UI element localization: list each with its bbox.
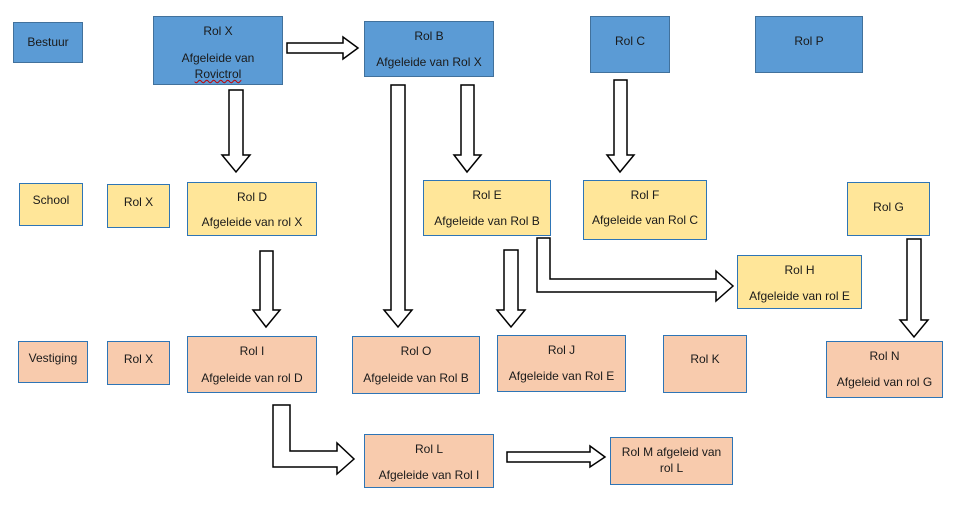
arrow-rolx-to-rolb: [286, 35, 360, 61]
rol-b: Rol B Afgeleide van Rol X: [364, 21, 494, 77]
rol-x-bestuur: Rol X Afgeleide van Rovictrol: [153, 16, 283, 85]
rol-n-sub: Afgeleid van rol G: [836, 375, 933, 389]
rol-f-sub: Afgeleide van Rol C: [591, 213, 699, 227]
arrow-role-to-rolh: [536, 237, 735, 303]
rol-d: Rol D Afgeleide van rol X: [187, 182, 317, 236]
rol-x-school: Rol X: [107, 184, 170, 228]
rol-n-title: Rol N: [869, 349, 900, 363]
arrow-rold-to-roli: [251, 250, 282, 329]
level-bestuur-label: Bestuur: [27, 35, 69, 49]
rol-h-sub: Afgeleide van rol E: [749, 289, 850, 303]
level-vestiging: Vestiging: [18, 341, 88, 383]
rol-o-title: Rol O: [400, 344, 432, 358]
rol-l-sub: Afgeleide van Rol I: [378, 468, 480, 482]
rol-n: Rol N Afgeleid van rol G: [826, 341, 943, 398]
arrow-rolb-to-rolo: [382, 84, 414, 329]
rol-x-vestiging-title: Rol X: [123, 352, 154, 366]
rol-e-sub: Afgeleide van Rol B: [434, 214, 540, 228]
rol-x-bestuur-sub2: Rovictrol: [194, 67, 242, 81]
rol-p-title: Rol P: [794, 34, 824, 48]
rol-g: Rol G: [847, 182, 930, 236]
rol-x-bestuur-sub1: Afgeleide van: [181, 51, 255, 65]
rol-x-vestiging: Rol X: [107, 341, 170, 385]
rol-f-title: Rol F: [630, 188, 660, 202]
rol-o-sub: Afgeleide van Rol B: [363, 371, 469, 385]
rol-k: Rol K: [663, 335, 747, 393]
rol-x-school-title: Rol X: [123, 195, 154, 209]
arrow-rolx-to-rold: [220, 89, 252, 174]
rol-g-title: Rol G: [873, 200, 904, 214]
rol-m-line2: rol L: [659, 461, 684, 475]
rol-m-line1: Rol M afgeleid van: [621, 445, 722, 459]
rol-d-sub: Afgeleide van rol X: [201, 215, 303, 229]
rol-m: Rol M afgeleid van rol L: [610, 437, 733, 485]
arrow-rolc-to-rolf: [605, 79, 636, 174]
rol-c: Rol C: [590, 16, 670, 73]
rol-e: Rol E Afgeleide van Rol B: [423, 180, 551, 236]
rol-c-title: Rol C: [614, 34, 645, 48]
arrow-rolb-to-role: [452, 84, 483, 174]
level-school: School: [19, 183, 83, 226]
rol-h-title: Rol H: [784, 263, 815, 277]
rol-h: Rol H Afgeleide van rol E: [737, 255, 862, 309]
rol-o: Rol O Afgeleide van Rol B: [352, 336, 480, 394]
rol-x-bestuur-title: Rol X: [203, 24, 233, 38]
rol-i-sub: Afgeleide van rol D: [201, 371, 303, 385]
arrow-rolg-to-roln: [898, 238, 930, 339]
rol-f: Rol F Afgeleide van Rol C: [583, 180, 707, 240]
rol-d-title: Rol D: [236, 190, 267, 204]
rol-i: Rol I Afgeleide van rol D: [187, 336, 317, 393]
rol-l: Rol L Afgeleide van Rol I: [364, 434, 494, 488]
level-school-label: School: [32, 193, 70, 207]
rol-e-title: Rol E: [472, 188, 502, 202]
level-vestiging-label: Vestiging: [28, 351, 78, 365]
rol-j: Rol J Afgeleide van Rol E: [497, 335, 626, 392]
rol-p: Rol P: [755, 16, 863, 73]
arrow-roli-to-roll: [272, 404, 356, 476]
level-bestuur: Bestuur: [13, 22, 83, 63]
arrow-role-to-rolj: [495, 249, 527, 329]
rol-l-title: Rol L: [414, 442, 443, 456]
rol-j-sub: Afgeleide van Rol E: [508, 369, 615, 383]
rol-i-title: Rol I: [239, 344, 265, 358]
rol-k-title: Rol K: [690, 352, 720, 366]
arrow-roll-to-rolm: [506, 444, 607, 469]
rol-j-title: Rol J: [547, 343, 576, 357]
rol-b-sub: Afgeleide van Rol X: [376, 55, 482, 69]
rol-b-title: Rol B: [414, 29, 444, 43]
